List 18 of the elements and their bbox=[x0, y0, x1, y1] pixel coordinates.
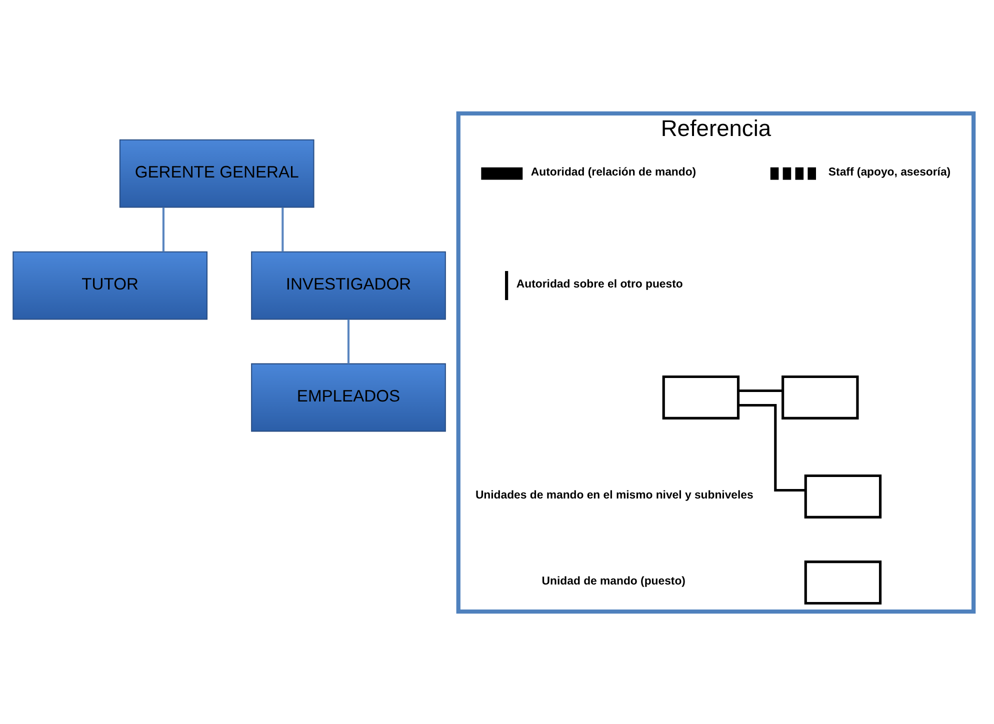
label: Unidades de mando en el mismo nivel y subniveles bbox=[474, 488, 753, 501]
legend-label: Autoridad sobre el otro puesto bbox=[516, 278, 682, 290]
label: Unidad de mando (puesto) bbox=[541, 574, 685, 587]
node-box bbox=[804, 560, 882, 604]
legend-label: Autoridad (relación de mando) bbox=[530, 166, 696, 178]
node-box bbox=[804, 474, 882, 518]
node-box bbox=[781, 374, 858, 420]
node-box: INVESTIGADOR bbox=[250, 250, 446, 320]
node-box: TUTOR bbox=[12, 250, 207, 320]
connector bbox=[738, 403, 806, 492]
legend-label: Staff (apoyo, asesoría) bbox=[828, 166, 950, 178]
connector bbox=[346, 318, 350, 364]
connector bbox=[162, 206, 164, 252]
connector bbox=[738, 388, 782, 392]
connector bbox=[281, 206, 284, 252]
node-box: EMPLEADOS bbox=[250, 362, 446, 432]
node-box bbox=[662, 374, 740, 420]
node-box: GERENTE GENERAL bbox=[118, 138, 314, 208]
